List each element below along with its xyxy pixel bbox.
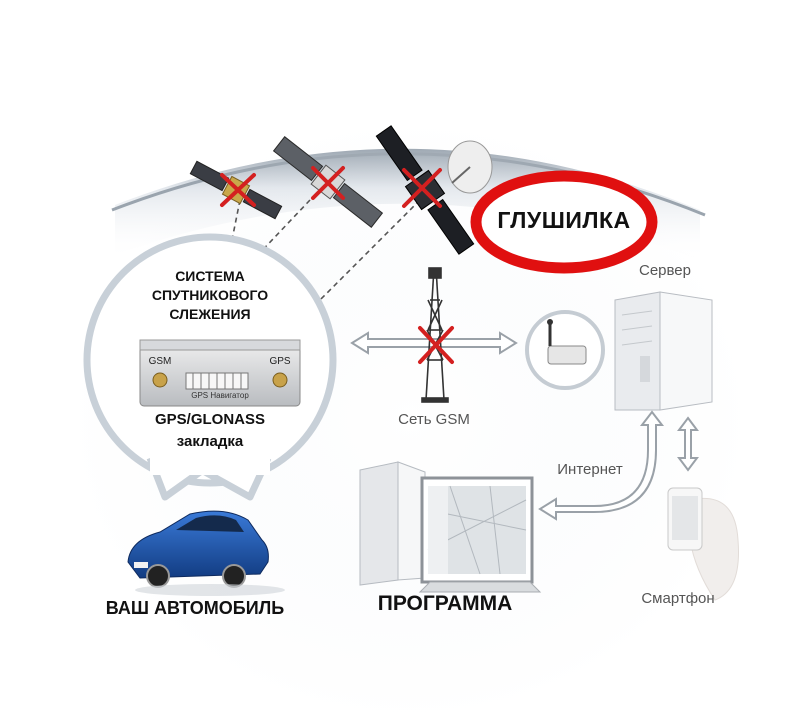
jammer-badge [470, 170, 658, 274]
car-shadow [135, 584, 285, 596]
gsm-tower-icon [421, 267, 449, 403]
smartphone-icon [667, 487, 740, 601]
system-title-line-2: СПУТНИКОВОГО [151, 287, 269, 303]
car-label: ВАШ АВТОМОБИЛЬ [105, 598, 285, 618]
computer-icon [359, 461, 542, 593]
satellite-dish [447, 140, 493, 194]
gsm-network-label: Сеть GSM [398, 411, 470, 428]
system-title-line-3: СЛЕЖЕНИЯ [169, 306, 251, 322]
gsm-blocked-cross [418, 326, 454, 364]
device-gps-label: GPS [269, 356, 291, 367]
gps-glonass-label: GPS/GLONASS [154, 411, 266, 428]
device-caption: GPS Навигатор [191, 391, 249, 400]
system-title-line-1: СИСТЕМА [175, 268, 245, 284]
smartphone-label: Смартфон [641, 590, 715, 607]
server-smartphone-arrow [677, 416, 699, 472]
internet-arrow [538, 410, 665, 521]
jammer-label: ГЛУШИЛКА [497, 207, 631, 233]
bookmark-label: закладка [176, 433, 244, 450]
program-label: ПРОГРАММА [377, 592, 513, 615]
gps-device [139, 339, 301, 407]
gsm-modem-icon [525, 310, 605, 390]
satellite-blocked-crosses [220, 166, 442, 208]
server-label: Сервер [638, 262, 691, 279]
server-icon [614, 291, 713, 411]
device-gsm-label: GSM [148, 356, 172, 367]
internet-label: Интернет [557, 461, 623, 478]
